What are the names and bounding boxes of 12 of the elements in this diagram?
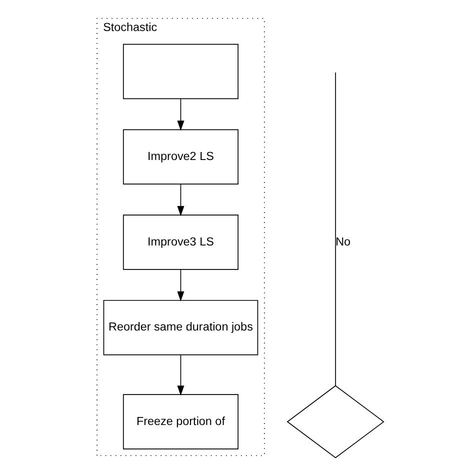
node-box: Reorder same duration jobs — [103, 300, 258, 356]
node-box: Improve3 LS — [122, 214, 238, 270]
arrow — [177, 184, 184, 216]
arrow — [177, 354, 184, 396]
edge-label: No — [336, 235, 351, 248]
connector — [335, 72, 336, 386]
node-box: Improve2 LS — [122, 129, 238, 184]
arrow — [177, 98, 184, 131]
arrow — [177, 269, 184, 302]
node-box: Freeze portion of — [122, 394, 238, 450]
node-box — [122, 44, 238, 100]
node-diamond — [286, 385, 384, 458]
